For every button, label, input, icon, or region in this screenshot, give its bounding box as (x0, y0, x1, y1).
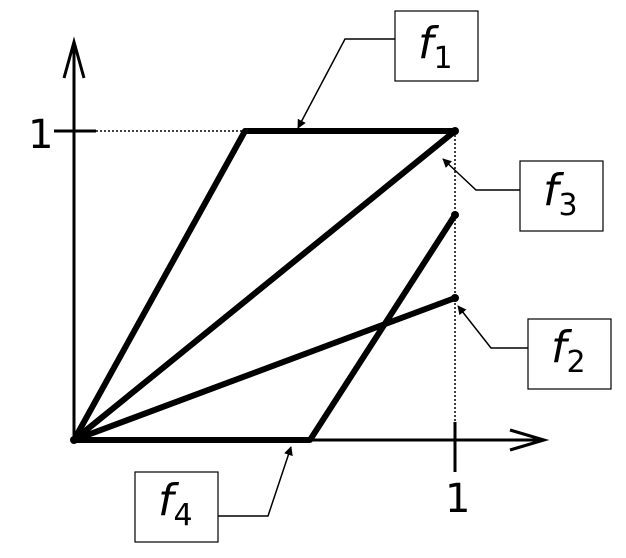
label-f1-box (394, 10, 479, 82)
label-f3-text: f3 (543, 165, 578, 223)
f4-end-dot (451, 211, 459, 219)
label-f2-box (527, 318, 612, 390)
f2-end-dot (451, 294, 459, 302)
endpoint-dots (70, 127, 459, 444)
origin-dot (70, 436, 78, 444)
label-f2-leader (457, 305, 528, 349)
label-f3-box (519, 160, 604, 232)
label-f4-text: f4 (158, 475, 193, 533)
x-tick-label: 1 (445, 476, 470, 522)
label-f2: f2 (457, 305, 612, 390)
label-f1: f1 (297, 10, 479, 129)
curve-f2 (71, 295, 458, 443)
label-f4-box (134, 471, 219, 543)
label-f3-leader (442, 158, 520, 191)
y-axis-arrowhead (62, 36, 86, 79)
label-f3: f3 (442, 158, 604, 232)
curve-f1 (71, 128, 458, 443)
curves (71, 128, 458, 443)
curve-f3 (71, 128, 458, 443)
x-axis-arrowhead (509, 428, 550, 452)
f3-end-dot (451, 127, 459, 135)
label-f4-leader (218, 446, 293, 517)
axes: 1 1 (28, 36, 550, 522)
label-f1-leader (297, 38, 395, 129)
label-f4: f4 (134, 446, 293, 543)
curve-f4 (71, 212, 458, 443)
y-tick-label: 1 (28, 112, 53, 158)
